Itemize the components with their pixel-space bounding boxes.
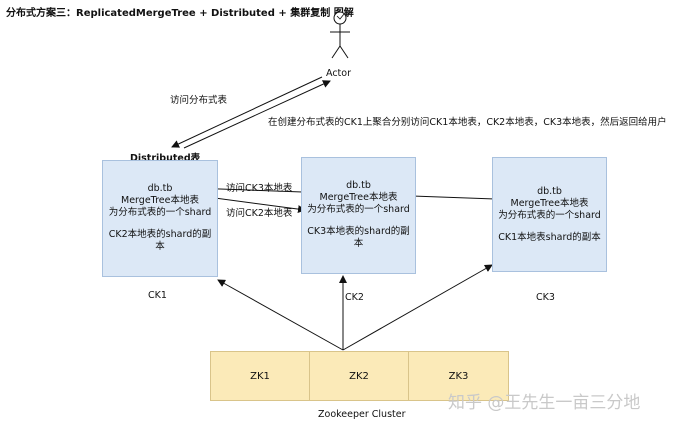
- edge-label-aggregate-note: 在创建分布式表的CK1上聚合分别访问CK1本地表，CK2本地表，CK3本地表，然…: [268, 117, 667, 128]
- edge-label-access-ck3: 访问CK3本地表: [226, 183, 293, 194]
- zk3-node: ZK3: [408, 351, 509, 401]
- diagram-title: 分布式方案三：ReplicatedMergeTree + Distributed…: [6, 8, 354, 19]
- ck2-shard-desc: 为分布式表的一个shard: [307, 204, 410, 215]
- ck2-replica-desc-2: 本: [353, 238, 364, 249]
- edge-distributed-to-actor: [183, 80, 331, 149]
- edge-zk-to-ck1: [217, 279, 344, 351]
- ck2-table-type: MergeTree本地表: [319, 192, 398, 203]
- ck1-db-name: db.tb: [147, 183, 173, 194]
- edge-zk-to-ck3: [342, 264, 493, 351]
- ck1-replica-desc-2: 本: [155, 241, 165, 252]
- ck2-replica-desc-1: CK3本地表的shard的副: [307, 226, 410, 237]
- ck1-label: CK1: [148, 290, 167, 301]
- edge-label-access-ck2: 访问CK2本地表: [226, 208, 293, 219]
- edge-actor-to-distributed: [171, 76, 323, 148]
- zk2-node: ZK2: [309, 351, 409, 401]
- ck1-shard-desc: 为分布式表的一个shard: [108, 207, 212, 218]
- actor-figure: [330, 11, 350, 59]
- ck2-node: db.tb MergeTree本地表 为分布式表的一个shard CK3本地表的…: [301, 157, 416, 274]
- ck3-shard-desc: 为分布式表的一个shard: [498, 210, 601, 221]
- zk1-node: ZK1: [210, 351, 310, 401]
- actor-label: Actor: [326, 68, 351, 79]
- ck1-table-type: MergeTree本地表: [121, 195, 199, 206]
- ck3-replica-desc: CK1本地表shard的副本: [498, 232, 601, 243]
- ck1-replica-desc-1: CK2本地表的shard的副: [108, 229, 212, 240]
- ck3-node: db.tb MergeTree本地表 为分布式表的一个shard CK1本地表s…: [492, 157, 607, 272]
- ck1-node: db.tb MergeTree本地表 为分布式表的一个shard CK2本地表的…: [102, 160, 218, 277]
- zookeeper-cluster-label: Zookeeper Cluster: [318, 409, 406, 420]
- watermark: 知乎 @王先生一亩三分地: [448, 393, 641, 413]
- ck3-table-type: MergeTree本地表: [510, 198, 589, 209]
- ck3-db-name: db.tb: [537, 186, 562, 197]
- ck3-label: CK3: [536, 292, 555, 303]
- ck2-db-name: db.tb: [346, 180, 371, 191]
- ck2-label: CK2: [345, 292, 364, 303]
- edge-label-access-distributed: 访问分布式表: [170, 95, 228, 106]
- distributed-table-label: Distributed表: [130, 153, 201, 164]
